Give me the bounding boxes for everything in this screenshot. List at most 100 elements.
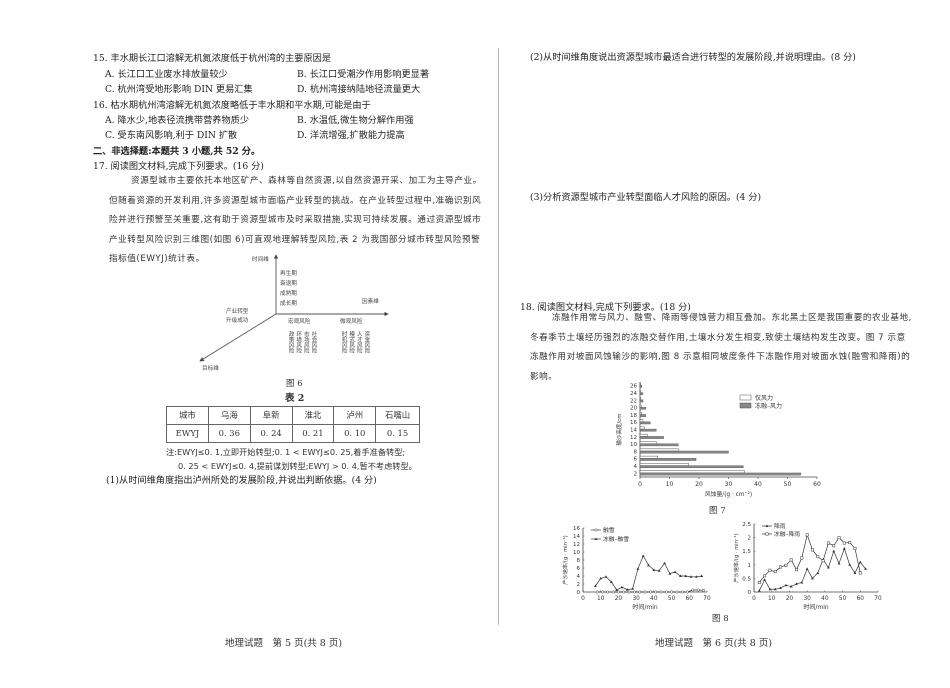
svg-text:50: 50 [784,481,792,488]
page-divider [498,48,499,625]
svg-text:24: 24 [630,391,637,397]
table-cell: 0. 24 [249,424,293,443]
svg-text:10: 10 [597,596,605,602]
svg-text:50: 50 [839,596,847,602]
goal-axis-label: 目标维 [202,366,219,372]
table-cell: 0. 10 [333,424,377,443]
svg-text:50: 50 [668,596,676,602]
table-cell: 0. 36 [207,424,251,443]
svg-text:10: 10 [573,550,580,556]
svg-text:8: 8 [577,558,581,564]
micro-item: 资金风险 [363,331,370,354]
svg-text:16: 16 [630,420,637,426]
svg-text:冻融–降雨: 冻融–降雨 [774,530,800,538]
q15-option-c: C. 杭州湾受地形影响 DIN 更易汇集 [105,84,253,95]
section-2-heading: 二、非选择题:本题共 3 小题,共 52 分。 [93,146,261,157]
svg-text:6: 6 [634,457,638,463]
micro-item: 时机风险 [340,331,347,354]
micro-risk-items: 时机风险 模式风险 人才风险 资金风险 [340,331,370,354]
macro-item: 社会风险 [310,331,317,354]
left-page-footer: 地理试题 第 5 页(共 8 页) [225,638,343,649]
svg-text:60: 60 [686,596,694,602]
figure-8-caption: 图 8 [712,614,729,624]
svg-text:70: 70 [874,596,882,602]
macro-risk-items: 政策风险 环境风险 市场风险 社会风险 [287,331,317,354]
svg-text:12: 12 [573,542,580,548]
svg-text:16: 16 [573,526,580,532]
svg-text:降雨: 降雨 [774,522,786,530]
q16-option-d: D. 洋流增强,扩散能力提高 [297,130,405,141]
svg-text:0.5: 0.5 [742,576,751,582]
q18-stem: 18. 阅读图文材料,完成下列要求。(18 分) [520,302,691,313]
table-row: EWYJ 0. 36 0. 24 0. 21 0. 10 0. 15 [166,424,420,443]
svg-text:2.5: 2.5 [742,522,751,528]
svg-text:12: 12 [630,435,637,441]
q15-option-b: B. 长江口受潮汐作用影响更显著 [297,69,430,80]
q17-sub3: (3)分析资源型城市产业转型面临人才风险的原因。(4 分) [530,192,762,203]
svg-text:0: 0 [581,596,585,602]
svg-text:18: 18 [630,413,637,419]
table-2-note-line-1: 注:EWYJ≤0. 1,立即开始转型;0. 1 < EWYJ≤0. 25,着手准… [166,447,406,457]
macro-item: 政策风险 [287,331,294,354]
svg-text:14: 14 [630,428,637,434]
table-2: 城市 乌海 阜新 淮北 泸州 石嘴山 EWYJ 0. 36 0. 24 0. 2… [166,406,420,443]
figure-7-caption: 图 7 [709,506,726,516]
svg-text:14: 14 [573,534,580,540]
figure-6-labels: 时间维 再生期 衰退期 成熟期 成长期 因素维 产业转型 升级成功 宏观风险 微… [190,252,410,378]
q15-option-d: D. 杭州湾接纳陆地径流量更大 [297,84,421,95]
svg-text:时间/min: 时间/min [632,603,658,611]
svg-text:22: 22 [630,398,637,404]
svg-text:30: 30 [803,596,811,602]
svg-text:60: 60 [857,596,865,602]
stage-growth: 成长期 [280,301,297,307]
svg-text:60: 60 [813,481,821,488]
svg-text:20: 20 [630,406,637,412]
svg-text:仅风力: 仅风力 [755,394,773,402]
svg-text:冻融–融雪: 冻融–融雪 [603,535,629,543]
svg-text:4: 4 [634,464,638,470]
svg-text:6: 6 [577,566,581,572]
svg-text:10: 10 [630,442,637,448]
svg-text:产沙速率/(g · min⁻¹): 产沙速率/(g · min⁻¹) [561,535,569,584]
macro-item: 市场风险 [302,331,309,354]
q16-option-a: A. 降水少,地表径流携带营养物质少 [105,115,250,126]
table-2-note-line-2: 0. 25 < EWYJ≤0. 4,提前谋划转型;EWYJ > 0. 4,暂不考… [178,461,417,471]
svg-text:0: 0 [752,596,756,602]
time-axis-label: 时间维 [252,257,269,263]
table-header-cell: 泸州 [333,406,377,425]
q17-stem: 17. 阅读图文材料,完成下列要求。(16 分) [93,161,264,172]
svg-text:40: 40 [754,481,762,488]
q18-material: 冻融作用常与风力、融雪、降雨等侵蚀营力相互叠加。东北黑土区是我国重要的农业基地,… [530,313,912,382]
q16-option-c: C. 受东南风影响,利于 DIN 扩散 [105,130,238,141]
table-cell: EWYJ [166,424,209,443]
macro-item: 环境风险 [295,331,302,354]
table-header-cell: 城市 [166,406,209,425]
q17-sub1: (1)从时间维角度指出泸州所处的发展阶段,并说出判断依据。(4 分) [106,475,377,486]
svg-text:40: 40 [650,596,658,602]
svg-text:时间/min: 时间/min [803,603,829,611]
table-cell: 0. 15 [375,424,420,443]
svg-text:0: 0 [748,590,752,596]
svg-text:30: 30 [632,596,640,602]
figure-6-caption: 图 6 [286,379,303,389]
factor-axis-label: 因素维 [362,299,379,305]
q16-stem: 16. 枯水期杭州湾溶解无机氮浓度略低于丰水期和平水期,可能是由于 [93,100,371,111]
svg-text:0: 0 [577,590,581,596]
svg-text:10: 10 [666,481,674,488]
svg-text:4: 4 [577,574,581,580]
svg-text:2: 2 [577,582,581,588]
svg-text:26: 26 [630,384,637,390]
svg-text:8: 8 [634,449,638,455]
table-2-title: 表 2 [285,393,305,404]
q15-stem: 15. 丰水期长江口溶解无机氮浓度低于杭州湾的主要原因是 [93,53,332,64]
svg-text:输沙高度/cm: 输沙高度/cm [615,413,623,445]
q17-material: 资源型城市主要依托本地区矿产、森林等自然资源,以自然资源开采、加工为主导产业。但… [109,176,482,264]
q15-option-a: A. 长江口工业废水排放量较少 [105,69,228,80]
table-header-row: 城市 乌海 阜新 淮北 泸州 石嘴山 [166,406,420,425]
table-cell: 0. 21 [291,424,335,443]
macro-risk-title: 宏观风险 [288,319,311,325]
